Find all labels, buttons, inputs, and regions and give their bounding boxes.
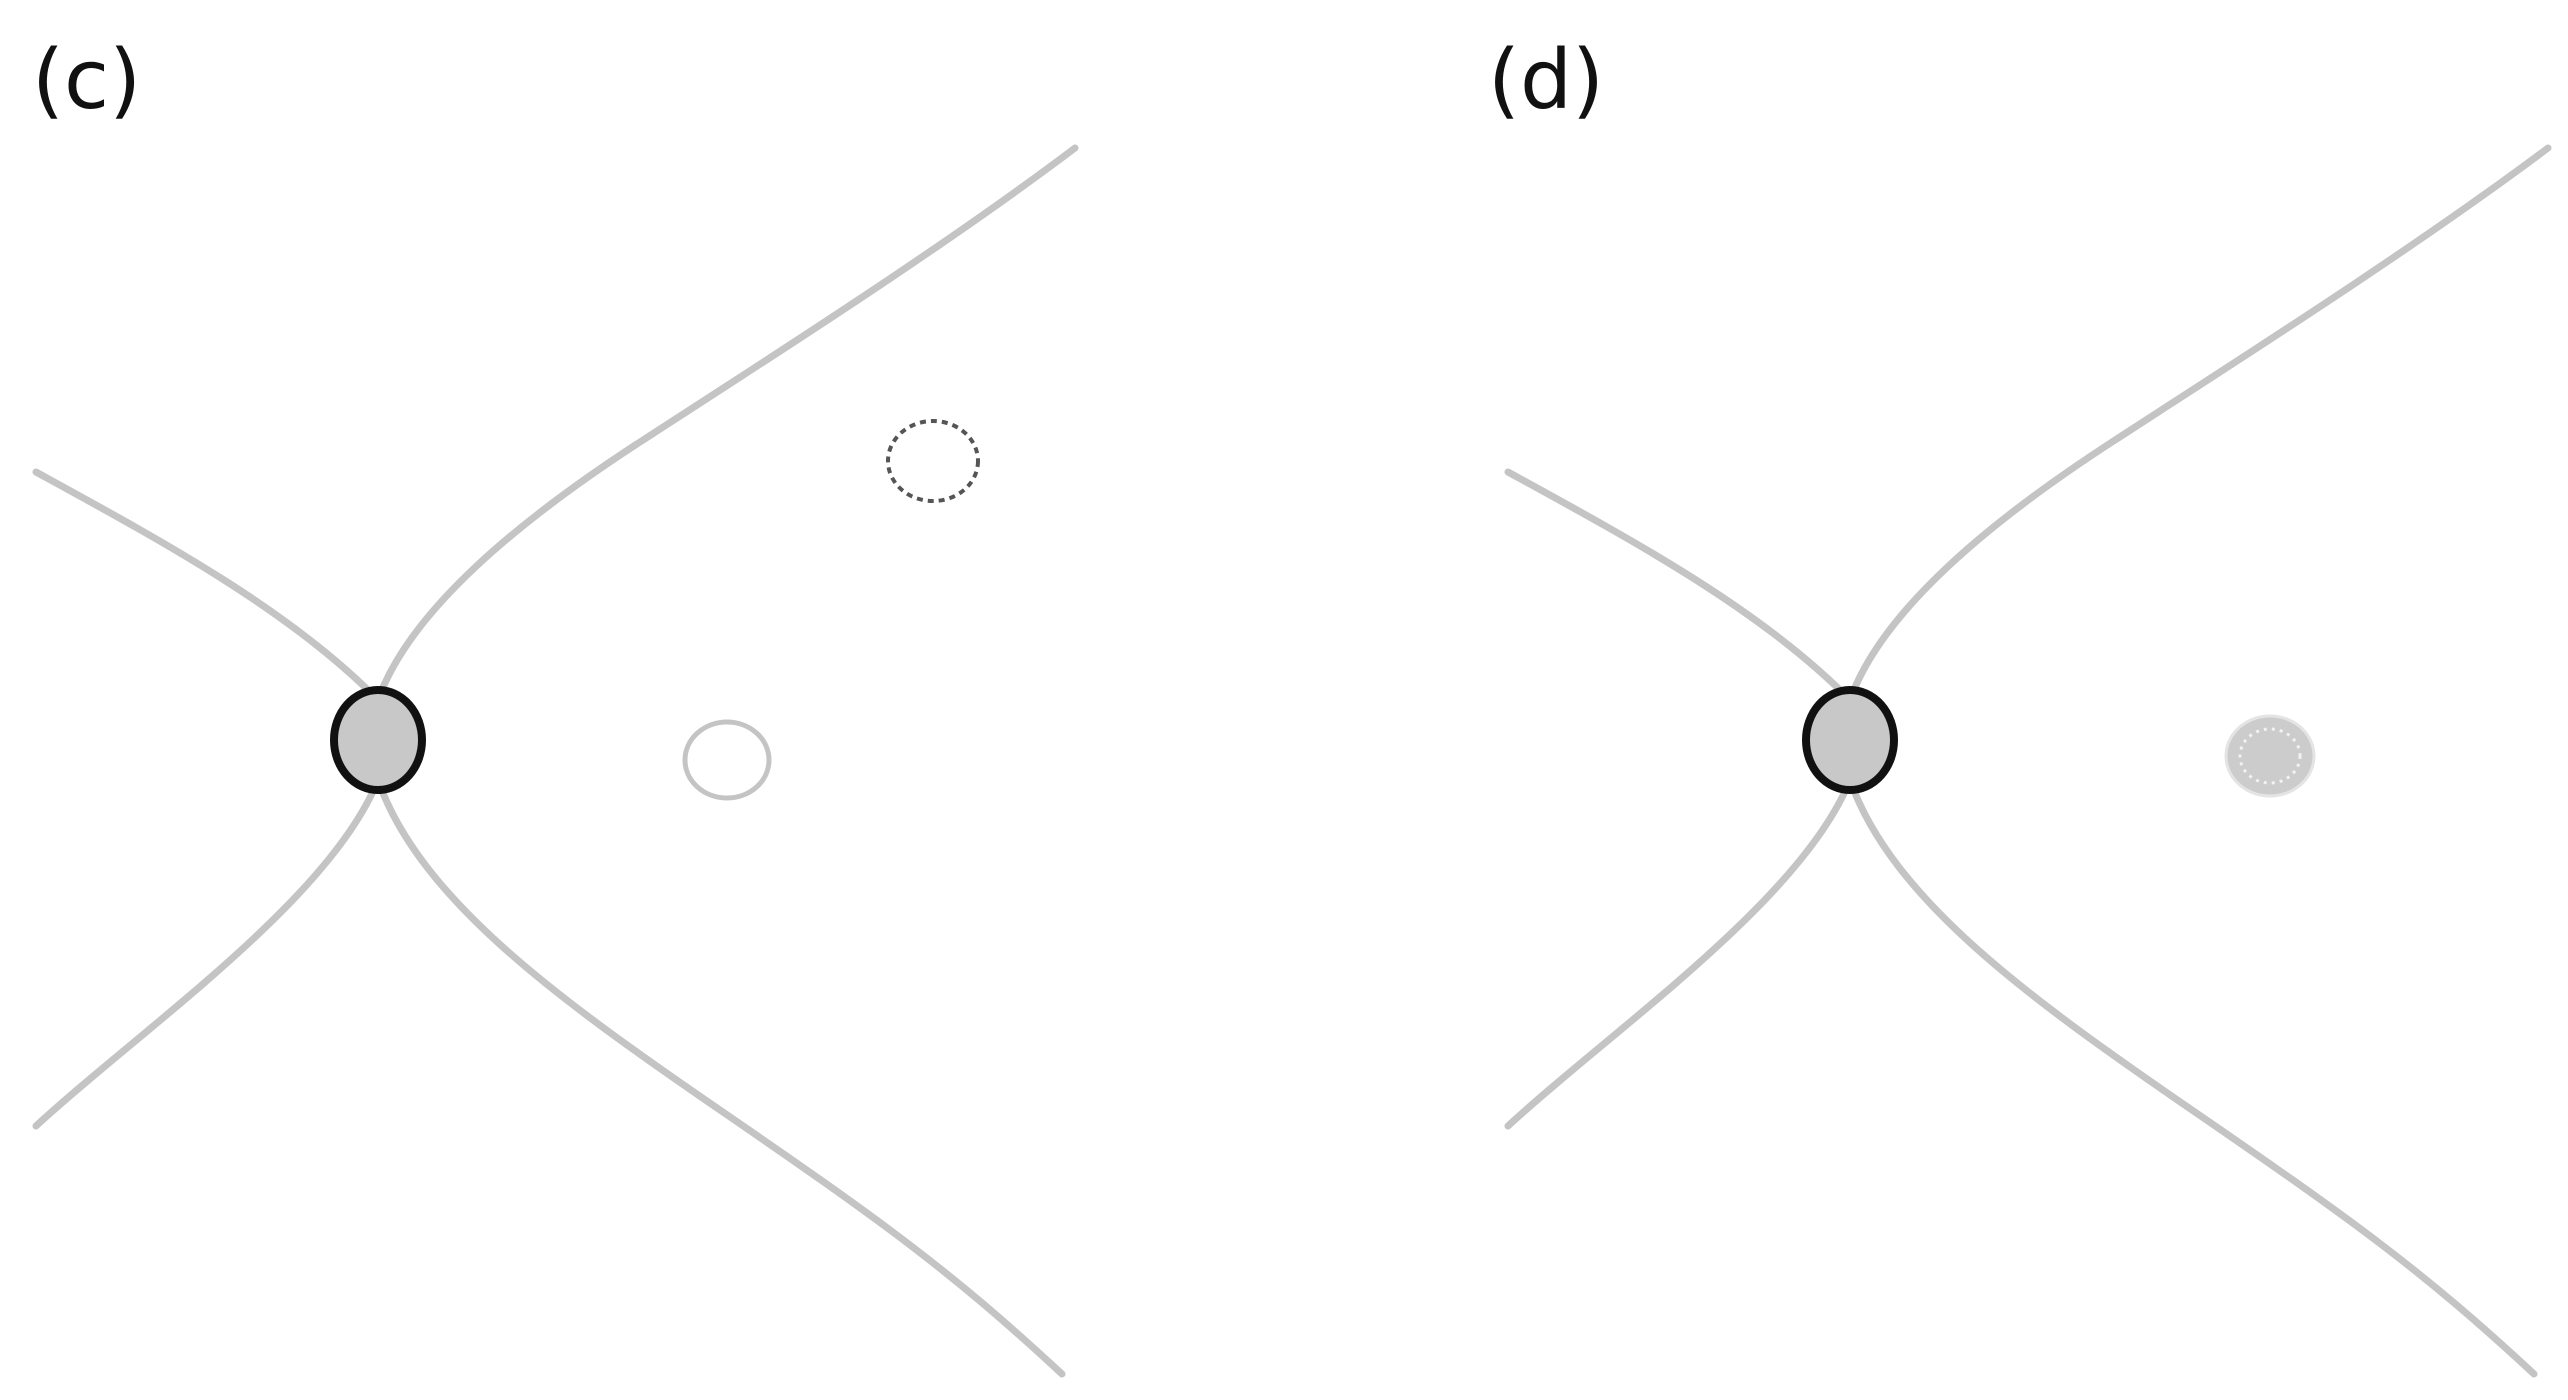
curve-upper-right — [1846, 144, 2552, 704]
filled-circle — [2224, 714, 2316, 798]
panel-c: (c) — [32, 33, 1079, 1378]
dashed-circle — [886, 419, 980, 503]
curve-lower-left — [1504, 776, 1854, 1130]
open-circle — [682, 719, 772, 801]
curve-upper-left — [32, 468, 382, 704]
curve-upper-right — [374, 144, 1079, 704]
saddle-point-d — [1802, 686, 1898, 794]
panel-label-d: (d) — [1488, 33, 1604, 128]
filled-circle-dotted-outline — [2238, 727, 2302, 785]
panel-label-c: (c) — [32, 33, 141, 128]
saddle-point-c — [330, 686, 426, 794]
curve-lower-left — [32, 776, 382, 1130]
curve-upper-left — [1504, 468, 1854, 704]
curve-lower-right — [1846, 776, 2538, 1378]
panel-d: (d) — [1488, 33, 2552, 1378]
curve-lower-right — [374, 776, 1066, 1378]
